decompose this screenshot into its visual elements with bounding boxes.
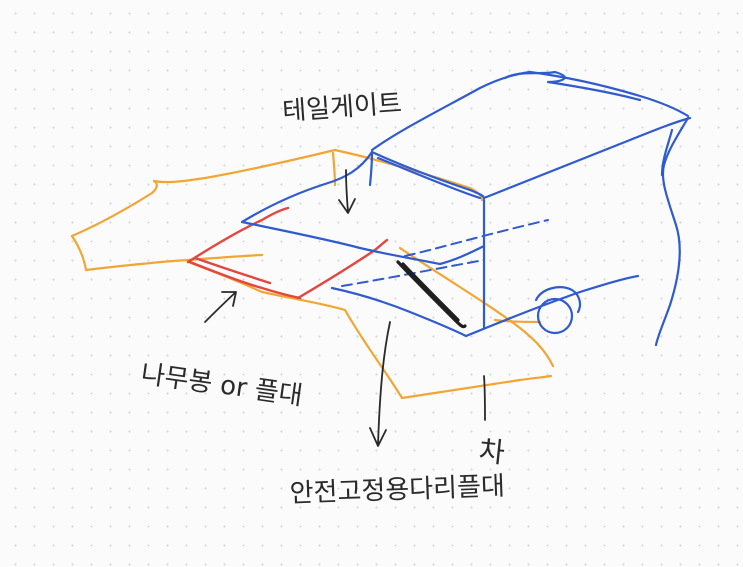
tailgate-outline xyxy=(240,150,442,266)
stick-left-rail xyxy=(186,206,290,264)
dashed-line-lower xyxy=(341,259,485,287)
body-bottom xyxy=(464,274,640,338)
vehicle-sketch xyxy=(240,70,692,347)
tailgate-arrow-icon xyxy=(338,169,356,214)
tarp-right-flap xyxy=(398,246,555,368)
annotation-arrows xyxy=(204,169,486,447)
safety-strap xyxy=(396,260,467,329)
tarp-left-edge xyxy=(70,148,337,238)
roof-front-edge xyxy=(482,116,692,200)
car-leader-line xyxy=(483,375,486,421)
wood-stick-frame xyxy=(186,206,389,300)
tailgate-label: 테일게이트 xyxy=(281,89,402,127)
car-label: 차 xyxy=(477,434,506,470)
tarp-front-fold xyxy=(186,260,553,400)
roof-top-edge xyxy=(370,70,690,152)
tarp-left-bottom xyxy=(70,234,264,272)
rear-wheel-arch xyxy=(534,286,582,314)
tarp-top-edge xyxy=(333,148,484,202)
stick-front-rail xyxy=(188,260,302,300)
strap-line-2 xyxy=(401,262,460,322)
dashed-guides xyxy=(341,219,549,287)
front-right-curve xyxy=(654,116,690,347)
strap-line-1 xyxy=(396,260,467,329)
wood-arrow-icon xyxy=(204,291,237,323)
rear-wheel-icon xyxy=(536,297,574,335)
tarp-fold-crease xyxy=(493,318,542,324)
wood-or-plastic-label: 나무봉 or 플대 xyxy=(139,359,304,411)
safety-rope-label: 안전고정용다리플대 xyxy=(289,472,505,509)
rope-arrow-icon xyxy=(369,321,391,447)
labels: 테일게이트 나무봉 or 플대 안전고정용다리플대 차 xyxy=(139,89,506,509)
front-secondary-curve xyxy=(660,128,674,177)
stick-right-rail xyxy=(296,238,389,300)
roof-mid-line xyxy=(376,156,482,200)
roof-rear-edge xyxy=(370,150,486,200)
tarp-vertical-mark xyxy=(331,151,337,187)
body-connector xyxy=(438,244,486,266)
rear-body-left xyxy=(368,150,374,187)
roof-scribble xyxy=(503,70,642,102)
stick-inner-line xyxy=(193,256,272,285)
tailgate-bottom xyxy=(330,286,468,338)
